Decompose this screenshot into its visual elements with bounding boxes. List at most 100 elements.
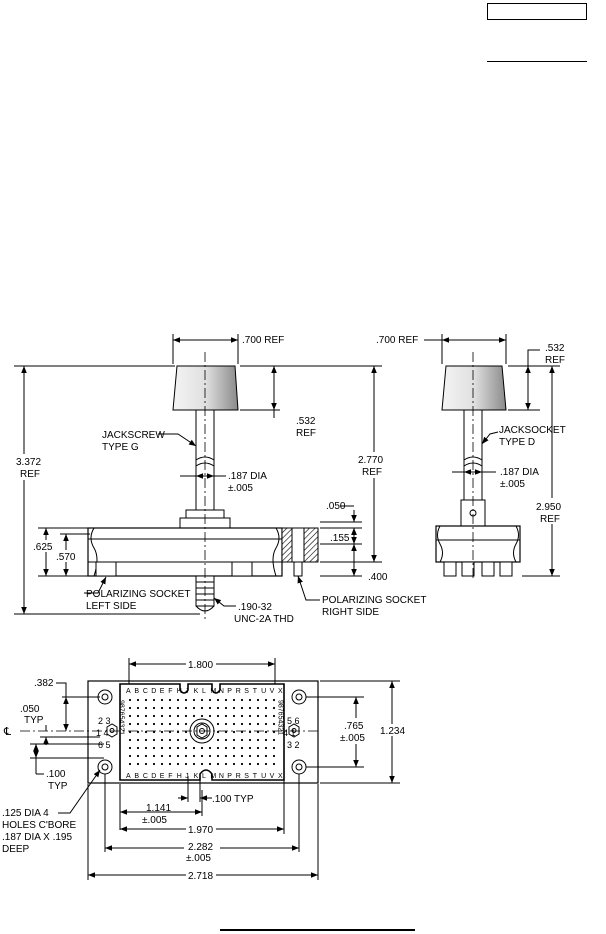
label-polarizing-left-side: LEFT SIDE xyxy=(86,601,137,612)
contact-pin xyxy=(144,754,148,758)
contact-pin xyxy=(192,754,196,758)
contact-pin xyxy=(136,714,140,718)
label-polarizing-right: POLARIZING SOCKET xyxy=(322,595,426,606)
contact-pin xyxy=(264,738,268,742)
dim-2770-ref: REF xyxy=(362,467,382,478)
connector-body xyxy=(87,527,283,577)
contact-pin xyxy=(256,722,260,726)
contact-pin xyxy=(248,762,252,766)
contact-pin xyxy=(184,722,188,726)
contact-pin xyxy=(256,754,260,758)
label-jacksocket: JACKSOCKET xyxy=(499,425,566,436)
dim-2718: 2.718 xyxy=(188,871,213,882)
dim-100-typ-label: TYP xyxy=(48,781,68,792)
contact-pin xyxy=(128,730,132,734)
contact-pin xyxy=(168,746,172,750)
column-numbers-left: 987654321 xyxy=(118,700,125,735)
contact-pin xyxy=(248,698,252,702)
contact-pin xyxy=(184,738,188,742)
dim-155: .155 xyxy=(330,533,350,544)
contact-pin xyxy=(128,754,132,758)
dim-400: .400 xyxy=(368,572,388,583)
contact-pin xyxy=(152,738,156,742)
contact-pin xyxy=(256,698,260,702)
label-jacksocket-type: TYPE D xyxy=(499,437,535,448)
dim-700-ref: .700 REF xyxy=(242,335,284,346)
contact-pin xyxy=(256,714,260,718)
contact-pin xyxy=(248,738,252,742)
polarizing-hex-left xyxy=(106,723,118,738)
dim-765-tol: ±.005 xyxy=(340,733,365,744)
dim-1234: 1.234 xyxy=(380,726,405,737)
polarizing-hex-right xyxy=(288,723,300,738)
contact-pin xyxy=(208,706,212,710)
contact-pin xyxy=(176,698,180,702)
contact-pin xyxy=(232,706,236,710)
pol-right-mid-digits: 4 1 xyxy=(283,728,296,738)
dim-382: .382 xyxy=(34,678,54,689)
contact-pin xyxy=(232,714,236,718)
contact-pin xyxy=(152,762,156,766)
dim-187-dia: .187 DIA xyxy=(228,471,267,482)
column-numbers-right: 987654321 xyxy=(277,700,284,735)
contact-pin xyxy=(136,738,140,742)
contact-pin xyxy=(144,714,148,718)
dim-570: .570 xyxy=(56,552,76,563)
contact-pin xyxy=(272,730,276,734)
contact-pin xyxy=(168,730,172,734)
pol-left-top-digits: 2 3 xyxy=(98,716,111,726)
label-thread-size: .190-32 xyxy=(238,602,272,613)
contact-pin xyxy=(128,698,132,702)
contact-pin xyxy=(184,762,188,766)
contact-pin xyxy=(136,754,140,758)
contact-pin xyxy=(176,722,180,726)
note-cbore-dia: .187 DIA X .195 xyxy=(2,832,72,843)
label-jackscrew: JACKSCREW xyxy=(102,430,165,441)
contact-pin xyxy=(168,754,172,758)
contact-pin xyxy=(216,738,220,742)
label-jackscrew-type: TYPE G xyxy=(102,442,139,453)
contact-pin xyxy=(232,738,236,742)
contact-pin xyxy=(272,698,276,702)
jackscrew-knob xyxy=(172,365,239,411)
contact-pin xyxy=(240,730,244,734)
end-dim-700-ref: .700 REF xyxy=(376,335,418,346)
contact-pin xyxy=(216,762,220,766)
contact-pin xyxy=(248,754,252,758)
contact-pin xyxy=(136,762,140,766)
contact-pin xyxy=(176,754,180,758)
contact-pin xyxy=(184,754,188,758)
contact-pin xyxy=(224,746,228,750)
dim-3372: 3.372 xyxy=(16,457,41,468)
contact-pin xyxy=(192,698,196,702)
dim-1141-tol: ±.005 xyxy=(142,815,167,826)
contact-pin xyxy=(264,706,268,710)
contact-pin xyxy=(248,714,252,718)
contact-pin xyxy=(240,738,244,742)
contact-pin xyxy=(192,762,196,766)
contact-pin xyxy=(160,714,164,718)
contact-pin xyxy=(256,730,260,734)
contact-pin xyxy=(144,698,148,702)
contact-pin xyxy=(216,754,220,758)
note-holes-cbore: HOLES C'BORE xyxy=(2,820,76,831)
dim-2282: 2.282 xyxy=(188,842,213,853)
pol-left-mid-digits: 1 4 xyxy=(96,728,109,738)
contact-pin xyxy=(264,762,268,766)
contact-pin xyxy=(272,762,276,766)
contact-pin xyxy=(256,706,260,710)
contact-pin xyxy=(192,706,196,710)
contact-pin xyxy=(272,746,276,750)
dim-532: .532 xyxy=(296,416,316,427)
contact-pin xyxy=(264,730,268,734)
contact-pin xyxy=(128,762,132,766)
contact-pin xyxy=(232,754,236,758)
contact-pin xyxy=(240,714,244,718)
contact-pin xyxy=(272,754,276,758)
contact-pin xyxy=(208,714,212,718)
contact-pin xyxy=(248,706,252,710)
contact-pin xyxy=(160,746,164,750)
contact-pin xyxy=(128,706,132,710)
contact-pin xyxy=(152,698,156,702)
